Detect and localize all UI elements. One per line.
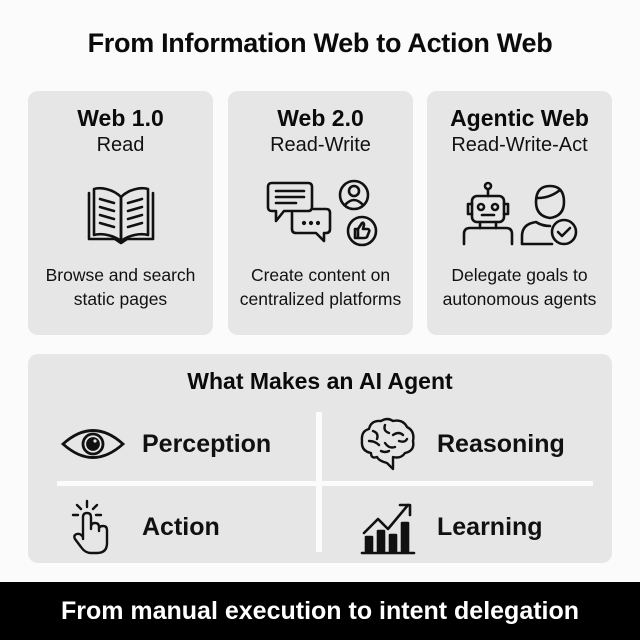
eye-icon: [58, 416, 128, 472]
robot-user-check-icon: [427, 181, 612, 249]
card-description: Delegate goals to autonomous agents: [427, 263, 612, 311]
chat-user-like-icon: [228, 179, 413, 249]
feature-action: Action: [58, 499, 220, 555]
robot-icon: [462, 181, 513, 246]
card-web1: Web 1.0 Read Browse and search static pa…: [28, 91, 213, 335]
thumbs-up-icon: [346, 215, 377, 247]
card-agentic-web: Agentic Web Read-Write-Act Del: [427, 91, 612, 335]
feature-label: Perception: [142, 429, 272, 458]
horizontal-divider: [57, 481, 593, 486]
card-subtitle: Read-Write: [270, 134, 371, 156]
card-desc-line: centralized platforms: [239, 289, 402, 309]
growth-chart-icon: [353, 499, 423, 555]
card-title: Agentic Web: [450, 105, 589, 131]
ai-agent-panel: What Makes an AI Agent Perception Reason…: [28, 354, 612, 563]
open-book-icon: [28, 181, 213, 249]
brain-icon: [353, 416, 423, 472]
user-circle-icon: [338, 179, 369, 211]
feature-learning: Learning: [353, 499, 543, 555]
card-title: Web 1.0: [77, 105, 164, 131]
card-desc-line: Delegate goals to: [451, 265, 588, 285]
panel-title: What Makes an AI Agent: [187, 368, 453, 394]
card-subtitle: Read: [96, 134, 145, 156]
card-description: Browse and search static pages: [28, 263, 213, 311]
chat-bubbles-icon: [266, 181, 331, 243]
feature-label: Action: [142, 512, 220, 541]
feature-perception: Perception: [58, 416, 271, 472]
card-title: Web 2.0: [277, 105, 364, 131]
pointer-hand-icon: [58, 499, 128, 555]
card-subtitle: Read-Write-Act: [451, 134, 588, 156]
card-web2: Web 2.0 Read-Write Create content on cen…: [228, 91, 413, 335]
feature-label: Learning: [437, 512, 543, 541]
card-desc-line: autonomous agents: [442, 289, 597, 309]
card-desc-line: static pages: [73, 289, 168, 309]
feature-label: Reasoning: [437, 429, 565, 458]
page-title: From Information Web to Action Web: [87, 28, 553, 58]
card-description: Create content on centralized platforms: [228, 263, 413, 311]
feature-reasoning: Reasoning: [353, 416, 565, 472]
footer-banner: From manual execution to intent delegati…: [0, 582, 640, 640]
card-desc-line: Create content on: [250, 265, 391, 285]
user-check-icon: [520, 184, 577, 246]
card-desc-line: Browse and search: [45, 265, 196, 285]
